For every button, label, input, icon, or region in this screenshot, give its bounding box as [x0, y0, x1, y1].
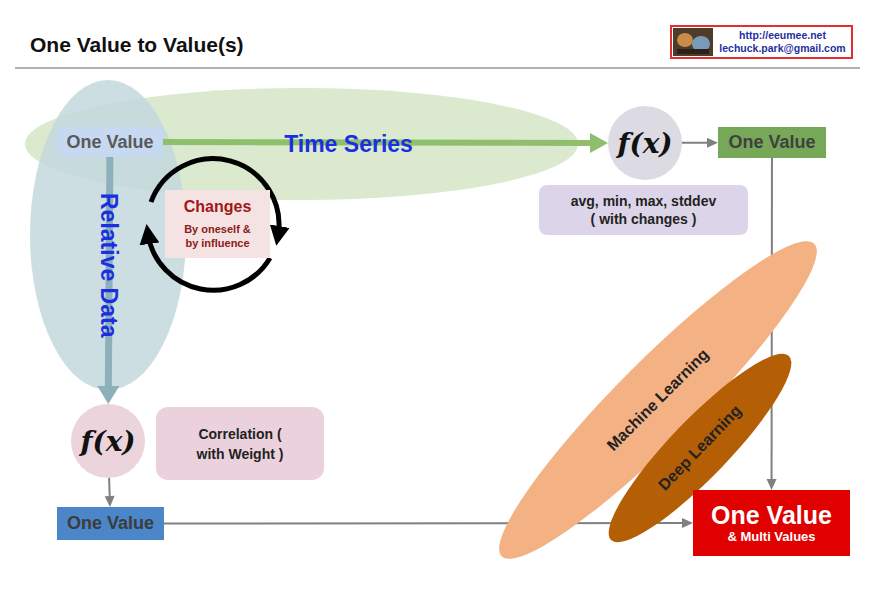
arrow-head	[97, 386, 119, 404]
node-text: Time Series	[284, 131, 413, 158]
function-circle: f(x)	[608, 106, 682, 180]
node-text: f(x)	[617, 127, 672, 160]
note-box: Correlation ( with Weight )	[156, 407, 324, 480]
title-rule	[15, 67, 860, 69]
connector-line	[108, 478, 111, 498]
node-text: Correlation ( with Weight )	[189, 424, 291, 464]
node-text: http://eeumee.net	[739, 29, 826, 42]
arrow-head	[767, 479, 777, 490]
arrow-head	[105, 496, 115, 507]
node-subtext: By oneself & by influence	[180, 222, 256, 250]
value-box: One Value	[57, 507, 164, 540]
arrow-head	[707, 138, 718, 148]
node-text: One Value	[67, 513, 154, 534]
logo-figure	[677, 33, 693, 47]
node-text: f(x)	[80, 425, 135, 458]
connector-arrow	[105, 478, 115, 507]
note-box: avg, min, max, stddev ( with changes )	[539, 185, 748, 235]
function-circle: f(x)	[71, 404, 145, 478]
logo-ground	[677, 49, 709, 54]
node-text: Relative Data	[95, 193, 122, 337]
diagram-title: One Value to Value(s)	[30, 33, 244, 57]
connector-arrow	[682, 138, 718, 148]
arrow-head	[590, 133, 608, 153]
node-text: avg, min, max, stddev ( with changes )	[569, 192, 719, 228]
ellipse-fill	[473, 215, 842, 584]
node-subtext: lechuck.park@gmail.com	[719, 42, 845, 55]
node-text: One Value	[711, 501, 832, 529]
ellipse-fill	[30, 80, 186, 390]
arrow-head	[682, 518, 693, 528]
circle-fill	[71, 404, 145, 478]
node-text: One Value	[728, 132, 815, 153]
value-box: One Value	[718, 127, 826, 158]
node-text: Changes	[184, 198, 252, 216]
changes-box: Changes By oneself & by influence	[165, 190, 270, 258]
connector-line	[164, 522, 684, 524]
logo-background	[673, 28, 713, 56]
result-box: One Value& Multi Values	[693, 490, 850, 556]
connector-line	[682, 142, 709, 144]
node-subtext: & Multi Values	[727, 529, 815, 545]
node-text: One Value	[66, 132, 153, 153]
value-box: One Value	[57, 127, 163, 157]
logo-image	[673, 28, 713, 56]
circle-fill	[608, 106, 682, 180]
